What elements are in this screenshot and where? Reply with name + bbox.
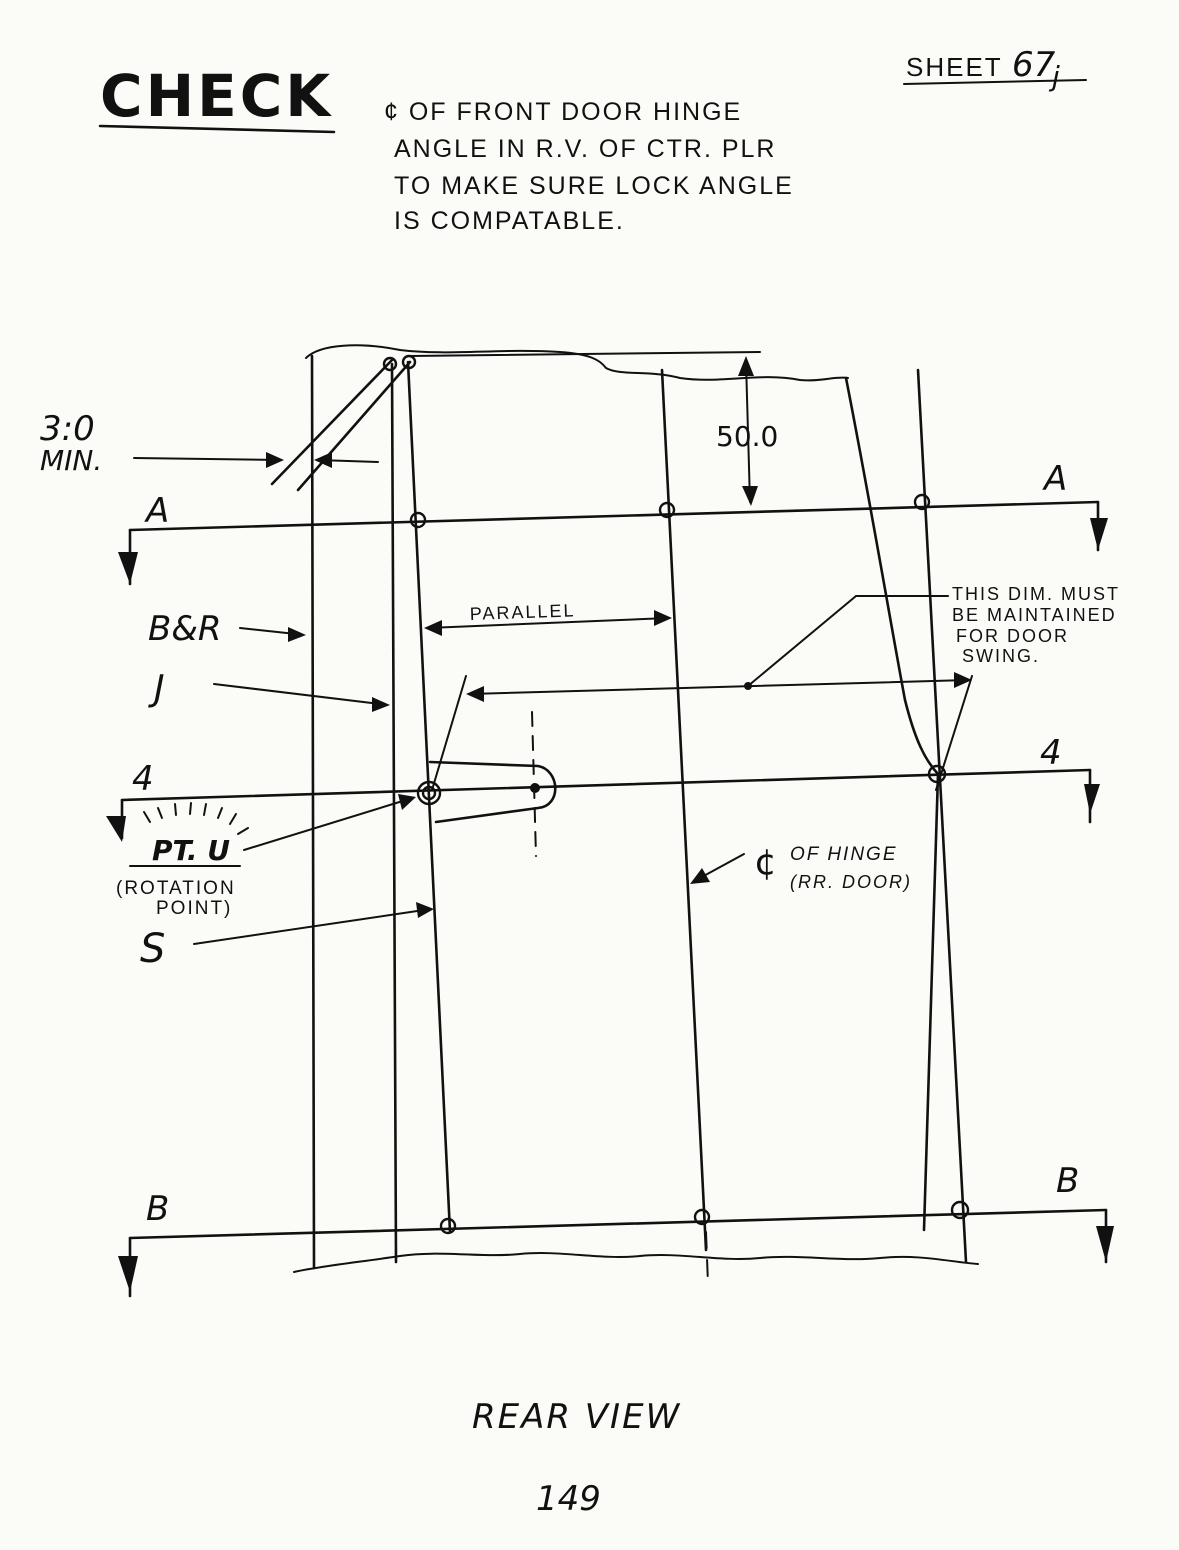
s-leader	[193, 909, 425, 945]
section-b-label-right: B	[1056, 1161, 1079, 1201]
point-a-3	[913, 493, 931, 511]
s-line	[406, 360, 452, 1234]
point-u-outer	[416, 780, 442, 806]
br-arrowhead	[288, 627, 306, 642]
section-a-label-left: A	[144, 491, 169, 531]
door-swing-curve	[844, 376, 940, 1232]
pt-u-arrowhead	[398, 794, 416, 810]
section-b-label-left: B	[146, 1189, 169, 1229]
point-a-2	[658, 501, 676, 519]
dim-3-arrowhead-right	[314, 452, 332, 468]
view-title: REAR VIEW	[472, 1397, 681, 1437]
door-swing-arrowhead-right	[954, 672, 972, 688]
parallel-label: PARALLEL	[469, 600, 575, 624]
right-intersect-line	[935, 675, 973, 791]
pt-u-leader	[243, 799, 407, 851]
hinge-label-2: (RR. DOOR)	[790, 872, 912, 892]
hinge-cl-symbol: ¢	[754, 842, 777, 883]
point-u-inner	[421, 785, 437, 801]
title-underline	[98, 124, 336, 134]
j-label: J	[148, 668, 165, 709]
dim-50-line	[745, 361, 751, 503]
hinge-leader	[699, 853, 745, 879]
parallel-dim-line	[427, 617, 669, 629]
br-line	[310, 354, 316, 1270]
door-swing-dim-line	[469, 679, 969, 695]
note-line-3: TO MAKE SURE LOCK ANGLE	[394, 172, 794, 200]
hinge-arrowhead	[690, 868, 710, 884]
section-b-arrow-right	[1096, 1226, 1114, 1262]
section-4-arrow-left	[106, 816, 126, 842]
point-b-3	[950, 1200, 970, 1220]
bottom-break-line	[293, 1252, 979, 1273]
dim-50-arrowhead-bottom	[742, 486, 758, 506]
sheet-underline	[903, 79, 1087, 85]
point-top-1	[382, 356, 398, 372]
note-line-1: ¢ OF FRONT DOOR HINGE	[384, 98, 742, 126]
top-dim-extension	[409, 351, 761, 357]
dim-note-leader-d	[747, 595, 857, 687]
hinge-label-1: OF HINGE	[790, 844, 898, 865]
section-b-line	[128, 1208, 1108, 1240]
dim-min-label: MIN.	[40, 444, 102, 477]
br-label: B&R	[148, 609, 221, 649]
diagonal-line-2	[296, 360, 412, 492]
page-number: 149	[536, 1479, 601, 1519]
point-a-1	[409, 511, 427, 529]
section-b-arrow-left	[118, 1256, 138, 1292]
section-a-label-right: A	[1042, 459, 1067, 499]
point-b-2	[693, 1208, 711, 1226]
section-4-label-right: 4	[1040, 733, 1062, 773]
j-leader	[213, 683, 381, 705]
br-leader	[239, 627, 297, 635]
section-4-arrow-right	[1084, 784, 1100, 814]
section-a-line	[128, 500, 1100, 532]
sheet-number: 67	[1012, 45, 1056, 85]
title-check: CHECK	[100, 62, 333, 130]
s-label: S	[140, 926, 165, 972]
hinge-pin	[530, 783, 540, 793]
section-4-label-left: 4	[132, 759, 154, 799]
dim-3-arrow-left	[133, 457, 281, 461]
sheet-label: SHEET	[906, 52, 1003, 82]
pt-u-label: PT. U	[152, 834, 230, 867]
point-4-right	[927, 764, 947, 784]
diagonal-line-1	[270, 358, 394, 486]
parallel-arrowhead-left	[424, 620, 442, 636]
top-break-line	[305, 344, 849, 382]
hinge-strap	[428, 760, 557, 824]
dim-50-label: 50.0	[716, 420, 778, 453]
j-arrowhead	[372, 697, 390, 712]
bottom-center-mark	[705, 1231, 709, 1285]
dim-3-label: 3:0	[40, 409, 95, 449]
rotation-label-2: POINT)	[156, 898, 232, 919]
note-line-4: IS COMPATABLE.	[394, 207, 625, 235]
j-line	[390, 362, 398, 1264]
dim-note-line-4: SWING.	[962, 646, 1040, 666]
parallel-arrowhead-right	[654, 610, 672, 626]
s-arrowhead	[416, 902, 434, 918]
pt-u-rays	[143, 802, 249, 835]
dim-note-line-1: THIS DIM. MUST	[952, 584, 1120, 604]
dim-50-arrowhead-top	[738, 356, 754, 376]
door-swing-ext-left	[431, 675, 467, 791]
dim-3-arrowhead-left	[266, 452, 284, 468]
dim-note-line-2: BE MAINTAINED	[952, 605, 1117, 625]
section-a-arrow-left	[118, 552, 138, 584]
note-line-2: ANGLE IN R.V. OF CTR. PLR	[394, 135, 776, 163]
door-swing-arrowhead-left	[466, 686, 484, 702]
section-a-arrow-right	[1090, 518, 1108, 550]
rotation-label-1: (ROTATION	[116, 878, 236, 899]
dim-note-line-3: FOR DOOR	[956, 626, 1069, 646]
point-top-2	[401, 354, 417, 370]
point-b-1	[439, 1217, 457, 1235]
right-vertical-line	[916, 368, 968, 1264]
